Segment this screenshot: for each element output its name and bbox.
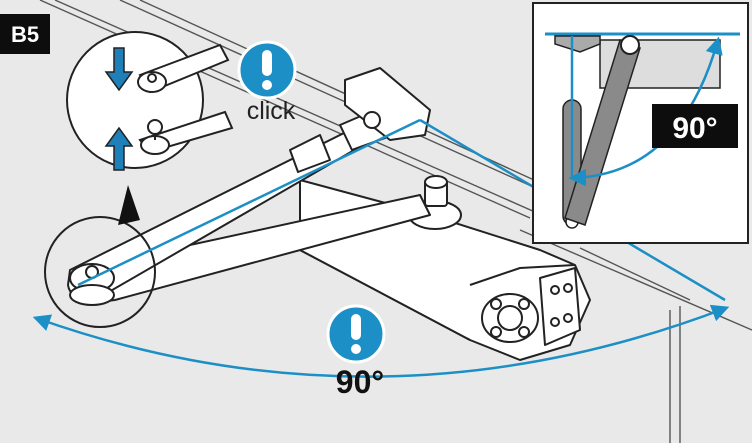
click-detail-zoom [66, 31, 234, 169]
exclamation-icon [237, 40, 297, 100]
up-arrow-icon [104, 126, 134, 171]
alignment-line [77, 118, 421, 287]
arm-shoe-bracket [344, 67, 431, 141]
step-badge-bg [0, 14, 50, 54]
callout-pointer [118, 185, 140, 225]
inset-angle-label: 90° [672, 112, 717, 145]
exclamation-icon [326, 304, 386, 364]
inset-detail-panel [532, 2, 749, 244]
main-angle-label: 90° [336, 364, 384, 400]
click-label: click [247, 97, 296, 125]
down-arrow-icon [104, 47, 134, 92]
main-angle-arc [32, 304, 730, 378]
step-label: B5 [11, 22, 39, 47]
